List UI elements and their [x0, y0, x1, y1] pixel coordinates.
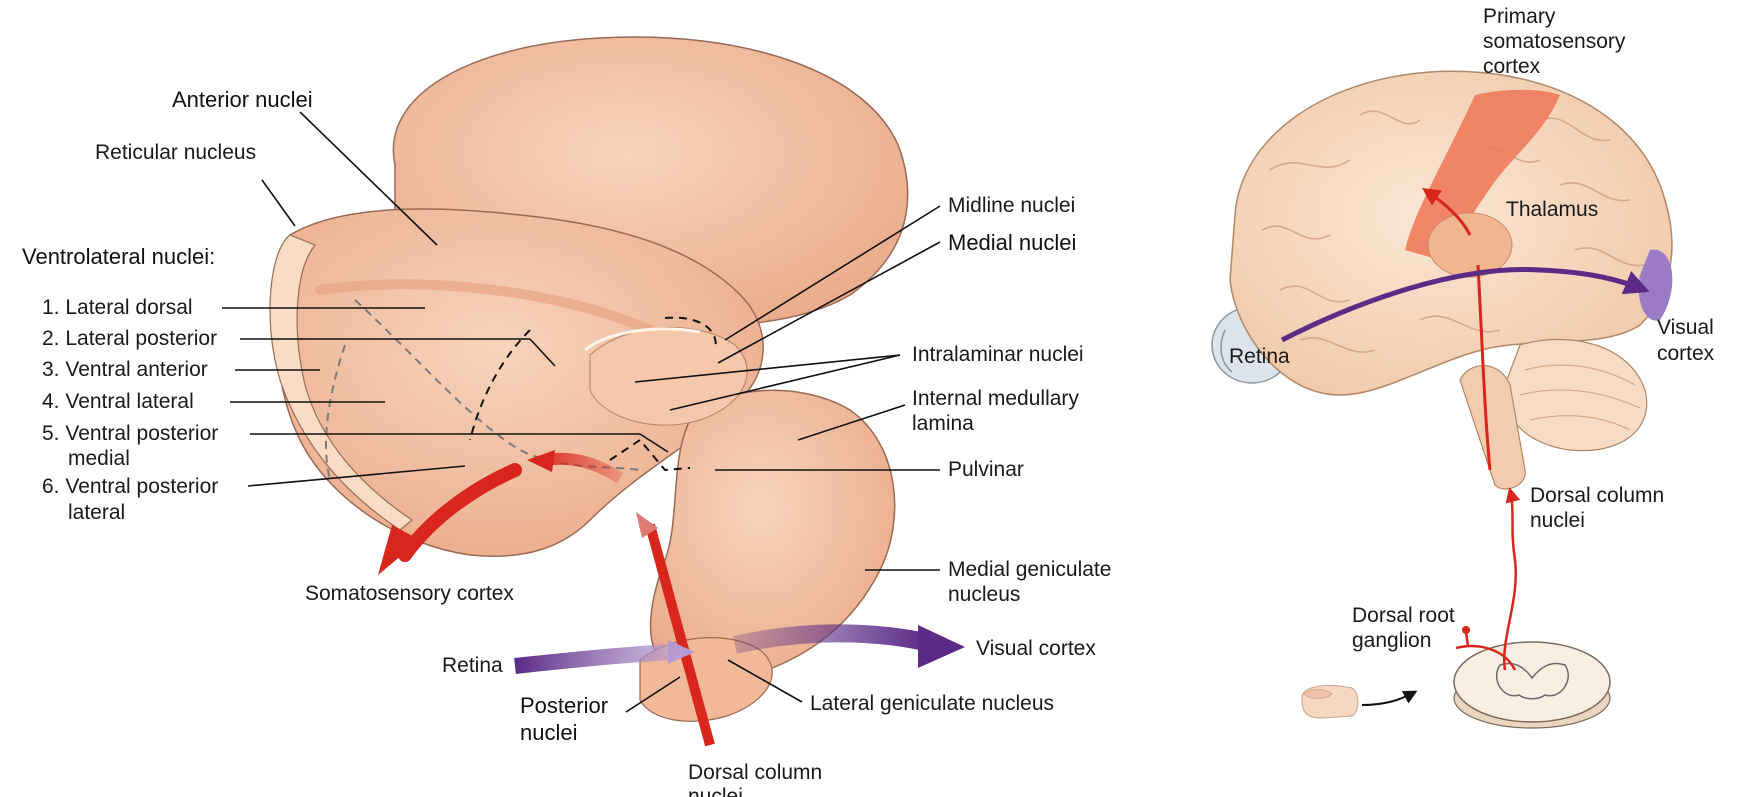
retina-input-arrowhead	[668, 640, 695, 664]
ascending-dorsal-column	[1502, 487, 1521, 671]
touch-input-arrow	[1361, 690, 1418, 706]
label-primary-2: somatosensory	[1483, 30, 1626, 53]
dorsal-root-fiber	[1455, 644, 1517, 671]
cerebellum	[1503, 338, 1648, 452]
label-lateral-posterior: 2. Lateral posterior	[42, 327, 217, 350]
dorsal-column-tract	[645, 523, 715, 747]
label-internal-medullary-1: Internal medullary	[912, 387, 1079, 410]
reticular-shell	[269, 234, 413, 531]
label-ventral-anterior: 3. Ventral anterior	[42, 358, 208, 381]
primary-somatosensory-cortex-region	[1405, 89, 1560, 260]
label-primary-1: Primary	[1483, 5, 1556, 28]
label-ventral-posterior-lateral-1: 6. Ventral posterior	[42, 475, 218, 498]
label-thalamus: Thalamus	[1506, 198, 1598, 221]
spinal-cord-section	[1453, 641, 1611, 723]
gyri-texture	[1261, 110, 1646, 353]
label-dorsal-column-left-1: Dorsal column	[688, 761, 822, 784]
label-visual-cortex-left: Visual cortex	[976, 637, 1096, 660]
eye-lens	[1220, 329, 1233, 373]
label-pulvinar: Pulvinar	[948, 458, 1024, 481]
label-ventrolateral-heading: Ventrolateral nuclei:	[22, 244, 215, 269]
dorsal-column-tract-arrowhead	[636, 512, 658, 538]
label-midline-nuclei: Midline nuclei	[948, 194, 1075, 217]
label-medial-geniculate-2: nucleus	[948, 583, 1020, 606]
label-medial-geniculate-1: Medial geniculate	[948, 558, 1111, 581]
label-dorsal-column-right-1: Dorsal column	[1530, 484, 1664, 507]
nucleus-boundary-2	[325, 344, 346, 481]
label-ventral-posterior-lateral-2: lateral	[68, 501, 125, 524]
thalamus-leader-lines	[222, 111, 941, 713]
fingernail	[1303, 689, 1333, 699]
pulvinar-body	[649, 389, 896, 682]
label-reticular-nucleus: Reticular nucleus	[95, 141, 256, 164]
somatosensory-arrowhead	[378, 525, 420, 575]
label-intralaminar-nuclei: Intralaminar nuclei	[912, 343, 1084, 366]
label-ventral-posterior-medial-1: 5. Ventral posterior	[42, 422, 218, 445]
nucleus-boundary-1	[354, 299, 641, 471]
label-dorsal-root-2: ganglion	[1352, 629, 1431, 652]
label-internal-medullary-2: lamina	[912, 412, 974, 435]
thalamus-main-body	[275, 208, 764, 557]
label-ventral-lateral: 4. Ventral lateral	[42, 390, 194, 413]
visual-cortex-region	[1638, 249, 1673, 321]
medial-lemniscus	[1476, 264, 1492, 471]
label-visual-cortex-right-2: cortex	[1657, 342, 1715, 365]
label-dorsal-column-right-2: nuclei	[1530, 509, 1585, 532]
label-retina-right: Retina	[1229, 345, 1290, 368]
internal-medullary-lamina	[584, 327, 701, 352]
label-anterior-nuclei: Anterior nuclei	[172, 87, 313, 112]
dorsal-root-ganglion	[1462, 626, 1470, 634]
dorsal-column-fade	[544, 452, 624, 484]
label-lateral-geniculate: Lateral geniculate nucleus	[810, 692, 1054, 715]
label-medial-nuclei: Medial nuclei	[948, 230, 1076, 255]
thalamocortical-somatosensory	[1422, 188, 1472, 236]
retina-input-arrow	[514, 644, 671, 674]
thalamus-labels: Anterior nuclei Reticular nucleus Ventro…	[22, 87, 1111, 797]
label-lateral-dorsal: 1. Lateral dorsal	[42, 296, 193, 319]
label-ventral-posterior-medial-2: medial	[68, 447, 130, 470]
spinal-cord-gray-matter	[1495, 662, 1569, 700]
visual-output-arrow	[732, 624, 927, 654]
visual-output-arrowhead	[918, 625, 965, 668]
thalamus-small	[1427, 212, 1513, 278]
label-retina-left: Retina	[442, 654, 503, 677]
brain-illustration	[1211, 70, 1673, 729]
nucleus-boundary-5	[609, 438, 691, 472]
label-posterior-nuclei-1: Posterior	[520, 693, 608, 718]
dorsal-root-ganglion-stalk	[1464, 631, 1470, 647]
cerebellum-folia	[1519, 364, 1641, 431]
retina-to-visual-cortex	[1280, 267, 1650, 343]
thalamus-illustration	[269, 36, 909, 722]
brainstem	[1459, 365, 1526, 490]
label-primary-3: cortex	[1483, 55, 1541, 78]
thalamus-pathways	[378, 450, 965, 747]
nucleus-boundary-3	[469, 329, 531, 441]
label-posterior-nuclei-2: nuclei	[520, 720, 577, 745]
label-somatosensory-cortex: Somatosensory cortex	[305, 582, 514, 605]
label-dorsal-root-1: Dorsal root	[1352, 604, 1455, 627]
label-dorsal-column-left-2: nuclei	[688, 785, 743, 797]
dorsal-column-fade-head	[527, 450, 555, 472]
label-visual-cortex-right-1: Visual	[1657, 316, 1714, 339]
brain-labels: Primary somatosensory cortex Thalamus Re…	[1229, 5, 1715, 652]
